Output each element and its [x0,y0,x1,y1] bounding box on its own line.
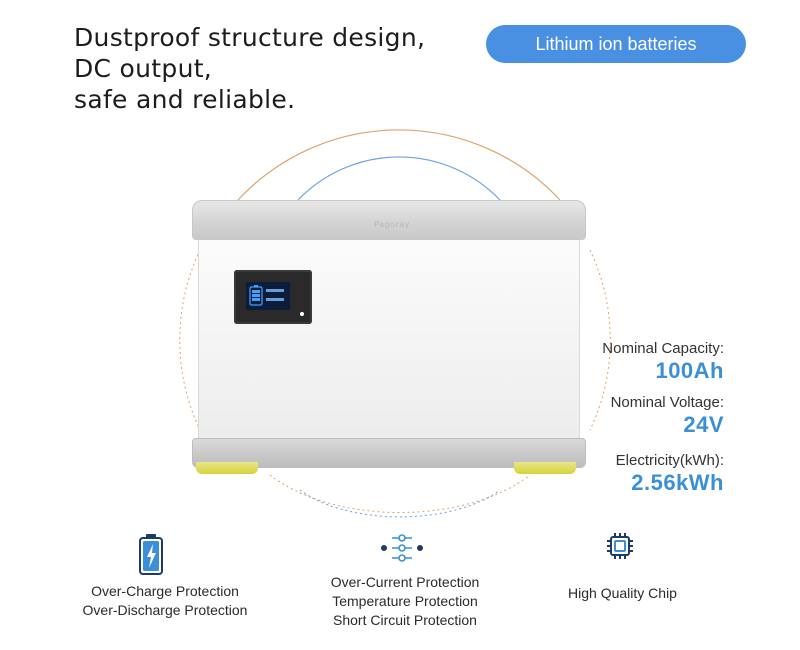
battery-charge-icon [139,534,163,575]
feature-circuit-line-3: Short Circuit Protection [333,612,477,628]
feature-charge-line-1: Over-Charge Protection [91,583,239,599]
battery-foot-left [196,462,258,474]
spec-value-capacity: 100Ah [655,358,724,383]
feature-charge-protection: Over-Charge Protection Over-Discharge Pr… [70,582,260,620]
feature-charge-line-2: Over-Discharge Protection [82,602,248,618]
battery-product-image: Pagoray [192,200,586,474]
headline-line-3: safe and reliable. [74,85,296,114]
headline: Dustproof structure design, DC output, s… [74,22,425,115]
spec-value-voltage: 24V [683,412,724,437]
battery-display-screen [246,282,290,310]
feature-circuit-line-2: Temperature Protection [332,593,478,609]
battery-display-panel [234,270,312,324]
power-indicator-dot [300,312,304,316]
feature-chip-line-1: High Quality Chip [568,585,677,601]
spec-label-electricity: Electricity(kWh): [615,452,724,469]
feature-circuit-line-1: Over-Current Protection [330,574,480,590]
lithium-ion-badge: Lithium ion batteries [486,25,746,63]
feature-chip: High Quality Chip [545,584,700,603]
battery-foot-right [514,462,576,474]
headline-line-1: Dustproof structure design, [74,23,426,52]
chip-icon [607,533,633,559]
slider-circuit-icon [381,534,423,562]
feature-circuit-protection: Over-Current Protection Temperature Prot… [305,573,505,630]
battery-brand-mark: Pagoray [374,220,410,229]
spec-list: Nominal Capacity: 100Ah Nominal Voltage:… [602,340,724,496]
headline-line-2: DC output, [74,54,213,83]
battery-level-icon [249,285,284,306]
spec-label-capacity: Nominal Capacity: [602,340,724,357]
battery-body [198,218,580,446]
spec-value-electricity: 2.56kWh [631,470,724,495]
spec-label-voltage: Nominal Voltage: [610,394,724,411]
battery-top-cap [192,200,586,240]
